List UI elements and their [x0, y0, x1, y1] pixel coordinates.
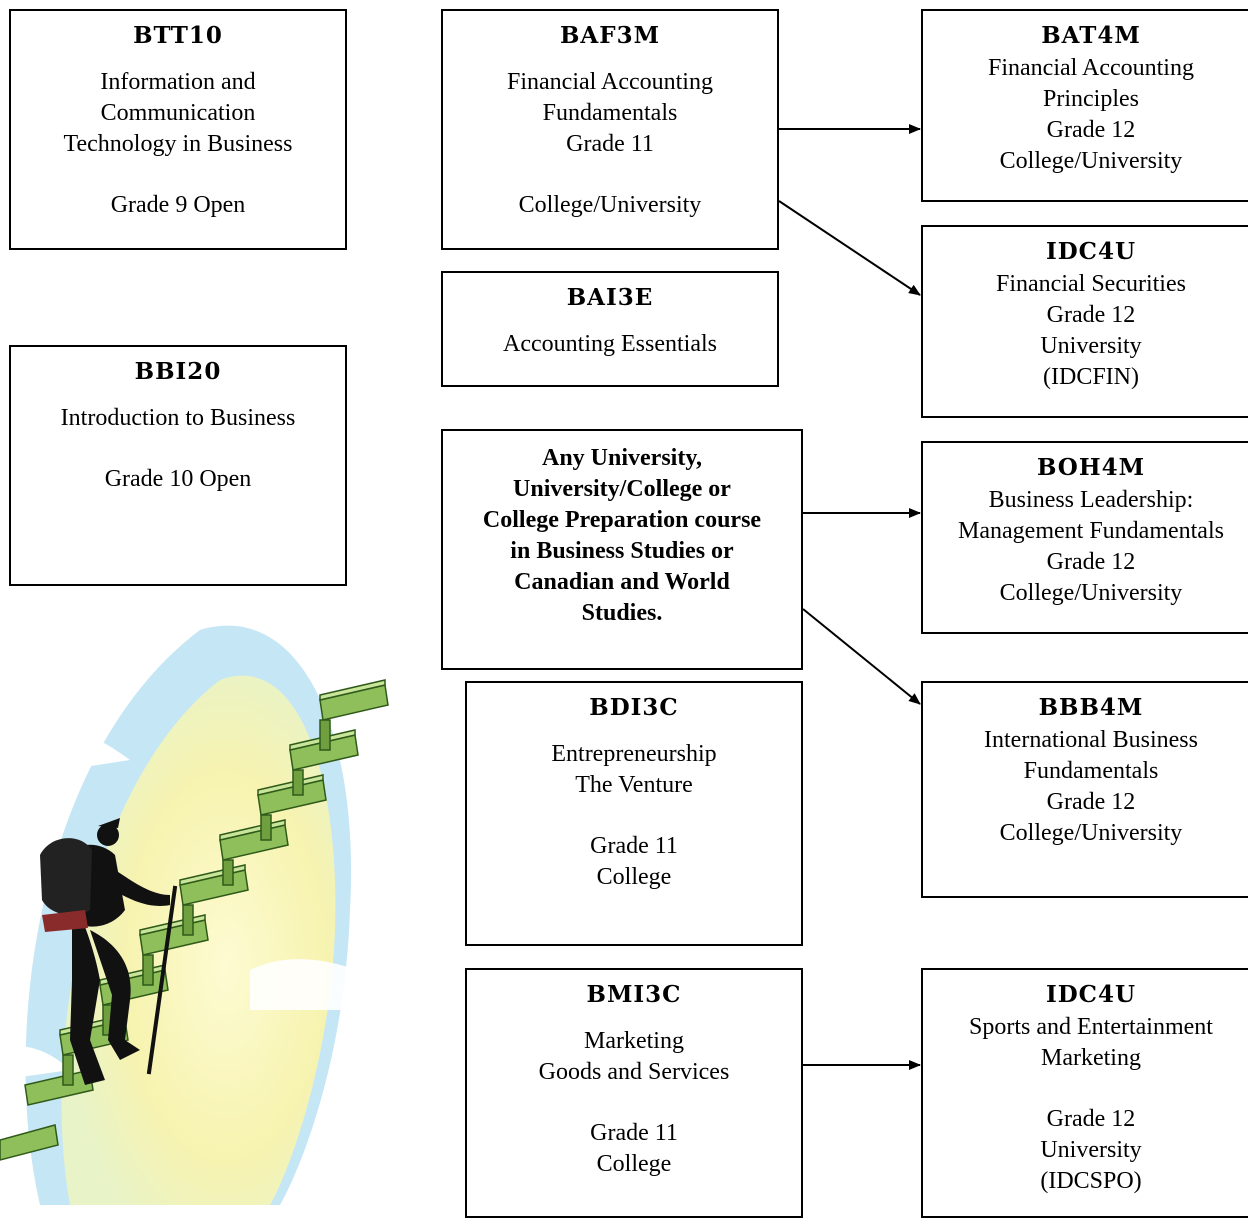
course-code: BOH4M	[1036, 454, 1146, 481]
course-bai3e: BAI3E Accounting Essentials	[441, 271, 779, 387]
course-baf3m: BAF3M Financial Accounting Fundamentals …	[441, 9, 779, 250]
course-title-line: The Venture	[575, 772, 693, 798]
course-code: BMI3C	[586, 981, 682, 1008]
hiker-climbing-money-stairs-illustration	[0, 625, 389, 1205]
course-level: College/University	[999, 148, 1183, 174]
course-title-line: Fundamentals	[542, 100, 678, 126]
course-title-line: Marketing	[584, 1028, 684, 1054]
course-idc4u-fin: IDC4U Financial Securities Grade 12 Univ…	[921, 225, 1248, 418]
course-code: IDC4U	[1045, 981, 1137, 1008]
course-title-line: Fundamentals	[1023, 758, 1159, 784]
prereq-line: University/College or	[513, 476, 731, 502]
course-bdi3c: BDI3C Entrepreneurship The Venture Grade…	[465, 681, 803, 946]
course-variant: (IDCSPO)	[1040, 1168, 1142, 1194]
course-title-line: Business Leadership:	[988, 487, 1194, 513]
course-grade: Grade 12	[1046, 302, 1136, 328]
course-grade: Grade 12	[1046, 789, 1136, 815]
course-grade: Grade 11	[590, 1120, 678, 1146]
prereq-line: Canadian and World	[514, 569, 730, 595]
course-code: IDC4U	[1045, 238, 1137, 265]
prereq-line: Any University,	[541, 445, 702, 471]
course-boh4m: BOH4M Business Leadership: Management Fu…	[921, 441, 1248, 634]
course-title-line: International Business	[984, 727, 1198, 753]
course-code: BAI3E	[566, 284, 654, 311]
course-grade: Grade 11	[590, 833, 678, 859]
prereq-line: College Preparation course	[482, 507, 762, 533]
course-title-line: Communication	[100, 100, 256, 126]
course-variant: (IDCFIN)	[1043, 364, 1139, 390]
course-grade: Grade 10 Open	[104, 466, 252, 492]
course-level: College/University	[999, 580, 1183, 606]
course-level: University	[1040, 333, 1142, 359]
course-title-line: Accounting Essentials	[503, 331, 717, 357]
course-title-line: Technology in Business	[63, 131, 293, 157]
prerequisite-box: Any University, University/College or Co…	[441, 429, 803, 670]
course-btt10: BTT10 Information and Communication Tech…	[9, 9, 347, 250]
course-title-line: Introduction to Business	[60, 405, 296, 431]
course-title-line: Financial Accounting	[507, 69, 713, 95]
course-code: BBI20	[134, 358, 222, 385]
hiker-silhouette	[40, 818, 178, 1085]
course-code: BAT4M	[1041, 22, 1141, 49]
prereq-line: Studies.	[581, 600, 663, 626]
course-grade: College/University	[518, 192, 702, 218]
course-code: BAF3M	[559, 22, 661, 49]
course-bmi3c: BMI3C Marketing Goods and Services Grade…	[465, 968, 803, 1218]
course-level: College	[596, 1151, 672, 1177]
course-title-line: Financial Securities	[996, 271, 1186, 297]
course-code: BBB4M	[1038, 694, 1144, 721]
course-level: College	[596, 864, 672, 890]
arrow-prereq-to-bbb4m	[802, 608, 921, 705]
course-code: BTT10	[133, 22, 223, 49]
course-grade: Grade 12	[1046, 117, 1136, 143]
course-title-line: Management Fundamentals	[958, 518, 1224, 544]
course-grade: Grade 12	[1046, 1106, 1136, 1132]
arrow-baf3m-to-idc4u-fin	[778, 200, 921, 296]
money-stairs	[0, 679, 389, 1161]
course-title-line: Principles	[1043, 86, 1139, 112]
course-level: University	[1040, 1137, 1142, 1163]
course-title-line: Grade 11	[566, 131, 654, 157]
prereq-line: in Business Studies or	[510, 538, 734, 564]
course-title-line: Marketing	[1041, 1045, 1141, 1071]
course-title-line: Information and	[100, 69, 256, 95]
course-title-line: Sports and Entertainment	[969, 1014, 1213, 1040]
course-title-line: Entrepreneurship	[551, 741, 717, 767]
course-bbi20: BBI20 Introduction to Business Grade 10 …	[9, 345, 347, 586]
course-level: College/University	[999, 820, 1183, 846]
course-bat4m: BAT4M Financial Accounting Principles Gr…	[921, 9, 1248, 202]
course-grade: Grade 12	[1046, 549, 1136, 575]
course-grade: Grade 9 Open	[110, 192, 246, 218]
course-bbb4m: BBB4M International Business Fundamental…	[921, 681, 1248, 898]
course-title-line: Goods and Services	[538, 1059, 730, 1085]
course-title-line: Financial Accounting	[988, 55, 1194, 81]
course-code: BDI3C	[589, 694, 679, 721]
course-idc4u-spo: IDC4U Sports and Entertainment Marketing…	[921, 968, 1248, 1218]
